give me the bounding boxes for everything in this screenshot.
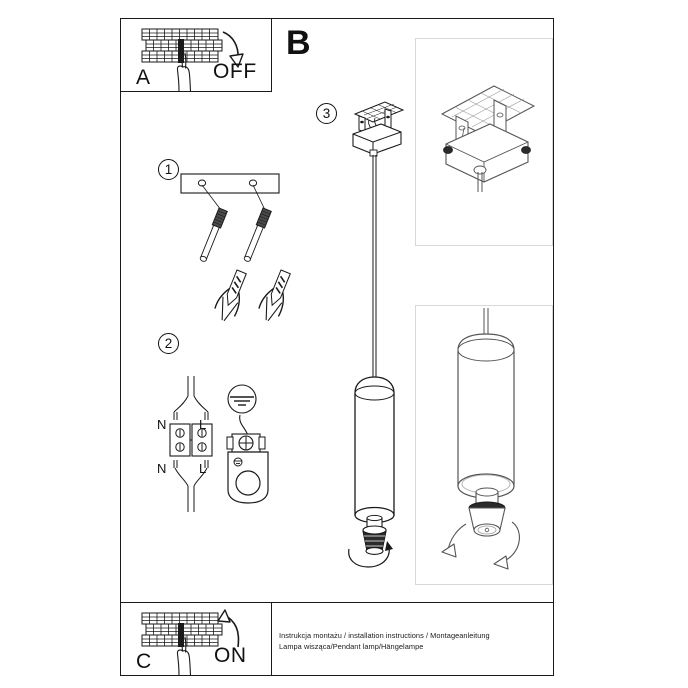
step-3-number: 3 [316,103,337,124]
hand-pointing-icon [176,52,192,92]
terminal-block-illustration [169,376,213,512]
step-2-number: 2 [158,333,179,354]
caption-box: Instrukcja montażu / installation instru… [272,602,554,676]
wiring-label-neutral-bottom: N [157,461,167,476]
panel-c-action-label: ON [214,644,247,667]
wiring-label-neutral-top: N [157,417,167,432]
panel-c-breaker-on: C ON [120,602,272,676]
circuit-breaker-panel-icon [141,612,223,647]
circuit-breaker-panel-icon [141,28,223,63]
pendant-lamp-assembly [348,155,395,568]
caption-block: Instrukcja montażu / installation instru… [279,631,490,652]
wiring-label-live-top: L [199,417,207,432]
bulb-insertion-detail-illustration [441,308,520,570]
ceiling-bracket-detail-illustration [440,85,536,192]
wiring-label-live-bottom: L [199,461,207,476]
caption-line-2: Lampa wisząca/Pendant lamp/Hängelampe [279,641,424,651]
sheet-border [120,18,554,676]
arrow-up-curved-icon [217,609,240,648]
earth-ground-icon [227,384,257,437]
step-1-number: 1 [158,159,179,180]
hand-pointing-icon [176,636,192,676]
section-b-letter: B [286,24,311,62]
panel-a-action-label: OFF [213,60,257,83]
panel-a-letter: A [136,66,151,89]
panel-c-letter: C [136,650,152,673]
ceiling-bracket-detail-panel [415,38,553,246]
caption-line-1: Instrukcja montażu / installation instru… [279,631,490,640]
canopy-mount-illustration [352,101,405,157]
arrow-down-curved-icon [222,31,244,68]
bracket-and-anchors-illustration [180,173,291,322]
panel-a-breaker-off: A OFF [120,18,272,92]
earth-terminal-illustration [226,433,269,504]
